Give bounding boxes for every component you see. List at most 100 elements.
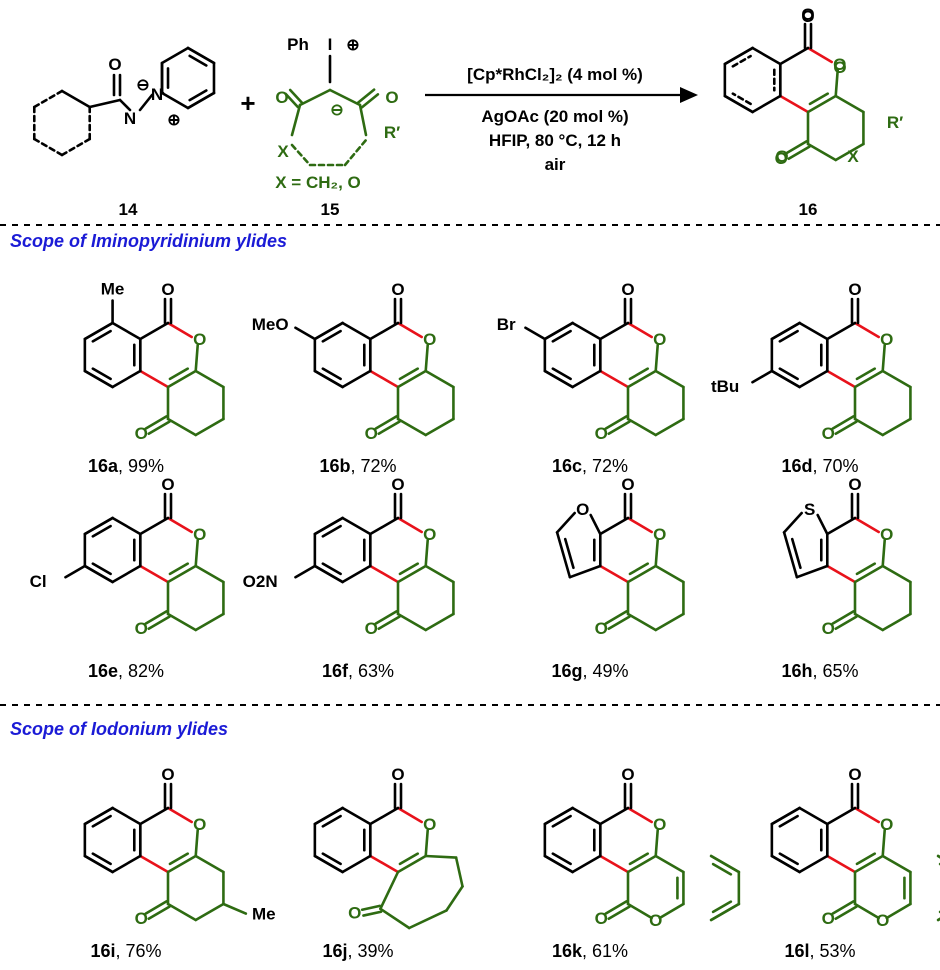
ring-o-atom: O [193,815,206,834]
pyranone-bond [654,854,685,874]
condition-solvent: HFIP, 80 °C, 12 h [489,131,621,150]
compound-id: 16g [551,661,582,681]
ring-o-atom: O [880,330,893,349]
new-cc-bond [825,854,857,874]
ketone-o-atom: O [348,904,361,923]
carbonyl-o-atom: O [621,475,634,494]
aryl-double-bond [543,321,574,341]
compound-yield: , 65% [813,661,859,681]
aryl-carbonyl-bond [138,321,170,341]
cyclohexenone-bond [881,612,912,632]
new-cc-bond [368,564,400,584]
ketone-carbonyl [144,415,168,430]
dashed-bond [60,137,92,157]
new-cc-bond [138,564,170,584]
ring-o-atom: O [880,815,893,834]
ring-o-c-bond [194,343,200,373]
cyclohexenone-bond [396,612,428,632]
aryl-double-bond [313,806,344,826]
cyclohexenone-bond [194,417,225,437]
cyclohexenone-bond [654,417,685,437]
substituent-bond [524,326,547,341]
ring-o-c-bond [881,538,887,568]
inner-double-bond [398,852,420,866]
enol-double-bond [626,369,658,389]
inner-double-bond [563,537,575,570]
new-cc-bond [598,369,630,389]
r15-plus-charge: ⊕ [346,37,359,54]
r15-o-left: O [275,88,288,107]
hetero-bond [555,511,576,534]
cyclohexenone-bond [881,369,912,389]
p16-r-prime: R′ [887,113,903,132]
inner-double-bond [321,562,342,576]
inner-double-bond [321,814,342,828]
aryl-bond [798,321,829,341]
ketone-carbonyl [144,900,168,915]
enol-double-bond [853,369,885,389]
cyclohexenone-bond [806,142,838,162]
r14-n-minus: N [124,109,136,128]
compound-caption-16c: 16c, 72% [552,456,628,476]
cyclohexenone-bond [166,612,198,632]
ketone-o-atom: O [595,619,608,638]
ketone-carbonyl [377,420,401,436]
cyclohexenone-bond [853,417,885,437]
double-bond [186,46,216,65]
pyranone-o-atom: O [649,911,662,930]
cyclohexenone-bond [654,612,685,632]
cyclohexenone-bond [626,612,658,632]
inner-double-bond [91,367,112,381]
enol-double-bond [626,564,658,584]
aryl-bond [751,46,782,66]
enol-double-bond [166,854,198,874]
pyranone-bond [853,902,881,920]
compound-caption-16f: 16f, 63% [322,661,394,681]
compound-caption-16a: 16a, 99% [88,456,164,476]
cyclohexenone-bond [834,94,865,114]
cycloheptenone-bond [454,856,464,888]
aryl-double-bond [723,46,754,66]
reaction-arrow [425,87,698,103]
aryl-bond [798,806,829,826]
carbonyl [284,92,300,109]
ketone-o-atom: O [595,424,608,443]
carbonyl-o-atom: O [848,280,861,299]
hetero-bond [816,513,829,536]
substituent-label: Br [497,315,516,334]
ring-o-atom: O [880,525,893,544]
aryl-carbonyl-bond [825,806,857,826]
aryl-double-bond [543,854,574,874]
compound-caption-16e: 16e, 82% [88,661,164,681]
aryl-double-bond [313,516,344,536]
ketone-carbonyl [607,420,631,436]
inner-double-bond [188,54,208,67]
pyranone-bond [885,902,912,920]
r15-x: X [277,142,289,161]
aryl-bond [341,321,372,341]
cyclohexenone-bond [194,564,225,584]
aryl-carbonyl-bond [598,321,630,341]
inner-double-bond [628,367,650,381]
cyclohexenone-bond [194,854,225,874]
cyclohexenone-bond [424,417,455,437]
carbonyl-o-atom: O [848,475,861,494]
pyranone-bond [626,902,654,920]
enol-double-bond [853,564,885,584]
lactone-c-o-bond [806,46,834,64]
ring-o-atom: O [423,815,436,834]
new-cc-bond [138,854,170,874]
aryl-bond [571,369,602,389]
inner-double-bond [321,524,342,538]
r14-n-plus: N [151,85,163,104]
methyl-label: Me [252,905,276,924]
carbonyl-o-atom: O [391,475,404,494]
inner-double-bond [778,329,799,343]
ketone-carbonyl [377,615,401,631]
aryl-carbonyl-bond [138,516,170,536]
inner-double-bond [778,367,799,381]
lactone-c-o-bond [396,806,424,824]
ring-o-atom: O [193,525,206,544]
compound-id: 16c [552,456,582,476]
new-cc-bond [598,854,630,874]
